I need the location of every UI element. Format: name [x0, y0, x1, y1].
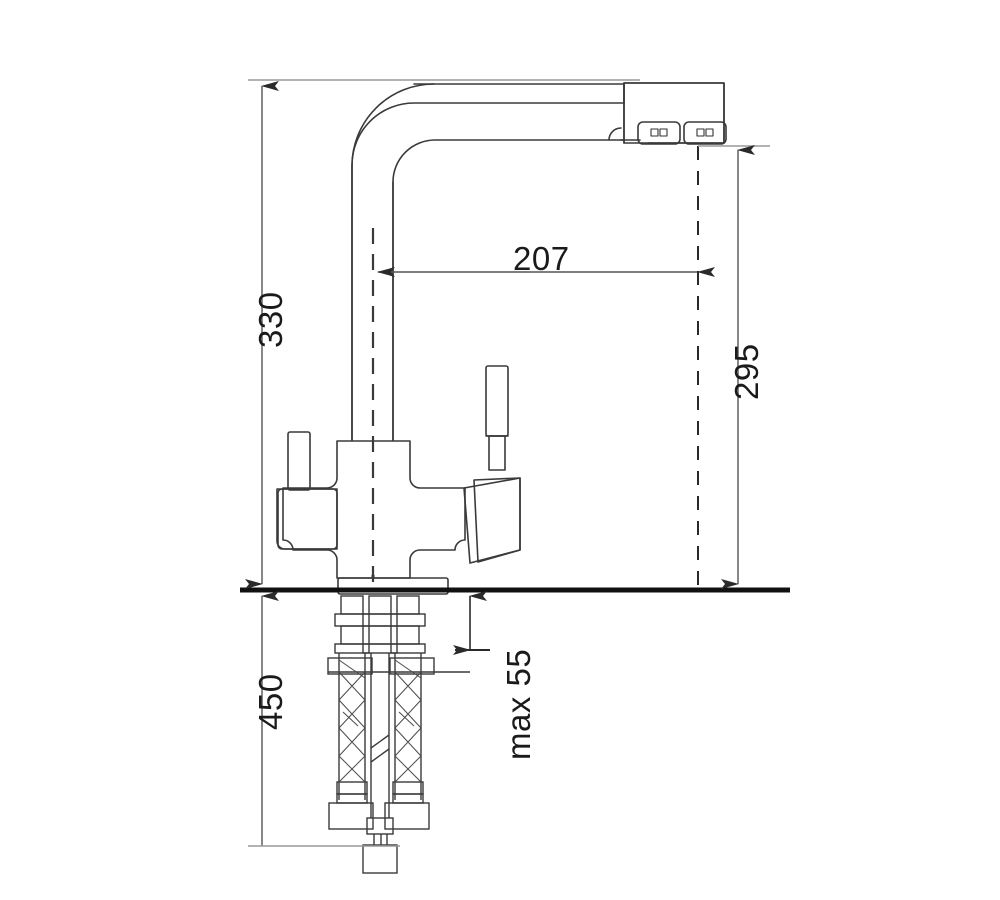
outlet-nozzle-left [637, 121, 681, 145]
braided-hose-right [384, 653, 430, 830]
spout-inner-contour [392, 139, 625, 441]
dimension-label-450: 450 [252, 673, 289, 730]
braid-pattern-left [338, 659, 366, 783]
shank-left [334, 595, 370, 654]
right-handle-body [463, 477, 521, 564]
spout-underside-step [608, 127, 622, 141]
dimension-label-295: 295 [728, 343, 765, 400]
dimension-label-207: 207 [513, 240, 570, 277]
right-handle-lever [485, 365, 509, 437]
tube-break-symbol [370, 734, 390, 763]
outlet-nozzle-detail-marks [650, 128, 714, 137]
center-pull-tube [362, 653, 398, 874]
spout-head-block [623, 82, 725, 144]
mounting-bracket-right [389, 657, 435, 675]
outlet-nozzle-right [683, 121, 727, 145]
right-handle-neck [488, 435, 506, 471]
faucet-outline [276, 82, 727, 595]
vertical-centerline [371, 228, 375, 588]
base-plate [337, 577, 449, 595]
dimension-label-max-55: max 55 [500, 648, 537, 760]
under-counter-hardware [327, 595, 470, 874]
braid-pattern-right [394, 659, 422, 783]
shank-center [362, 595, 398, 654]
dimension-lines [245, 79, 770, 847]
shank-right [390, 595, 426, 654]
dimension-label-330: 330 [252, 291, 289, 348]
right-handle-body-front [473, 477, 521, 563]
spout-outer-arc-top [351, 83, 435, 167]
mounting-bracket-left [327, 657, 373, 675]
left-handle-lever [287, 431, 311, 491]
